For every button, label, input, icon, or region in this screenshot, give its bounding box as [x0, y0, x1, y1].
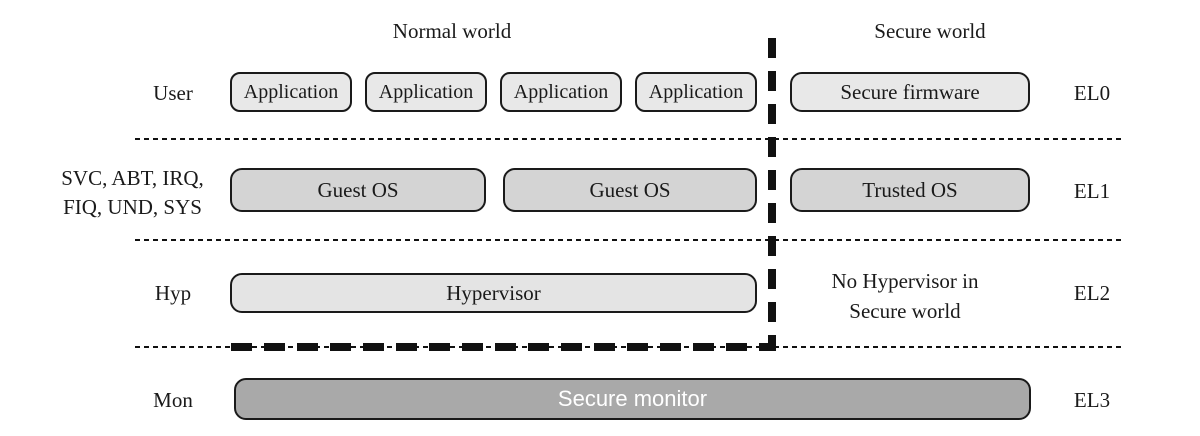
secure-world-title: Secure world	[874, 19, 986, 43]
no-hypervisor-note: No Hypervisor in Secure world	[795, 266, 1015, 326]
no-hypervisor-note-line2: Secure world	[849, 299, 961, 323]
mode-label-line2: FIQ, UND, SYS	[63, 195, 202, 219]
mode-label-mon: Mon	[153, 388, 193, 412]
secure-firmware-box: Secure firmware	[790, 72, 1030, 112]
application-box: Application	[500, 72, 622, 112]
application-box: Application	[230, 72, 352, 112]
no-hypervisor-note-line1: No Hypervisor in	[831, 269, 979, 293]
trusted-os-box: Trusted OS	[790, 168, 1030, 212]
application-box: Application	[635, 72, 757, 112]
guest-os-box: Guest OS	[503, 168, 757, 212]
mode-label-svc-abt-irq: SVC, ABT, IRQ, FIQ, UND, SYS	[25, 164, 240, 222]
guest-os-box: Guest OS	[230, 168, 486, 212]
mode-label-line1: SVC, ABT, IRQ,	[61, 166, 204, 190]
application-box: Application	[365, 72, 487, 112]
el0-label: EL0	[1073, 81, 1111, 105]
hypervisor-box: Hypervisor	[230, 273, 757, 313]
mode-label-user: User	[153, 81, 193, 105]
mode-label-hyp: Hyp	[154, 281, 192, 305]
el2-label: EL2	[1073, 281, 1111, 305]
secure-monitor-box: Secure monitor	[234, 378, 1031, 420]
el1-label: EL1	[1073, 179, 1111, 203]
el3-label: EL3	[1073, 388, 1111, 412]
normal-world-title: Normal world	[392, 19, 512, 43]
